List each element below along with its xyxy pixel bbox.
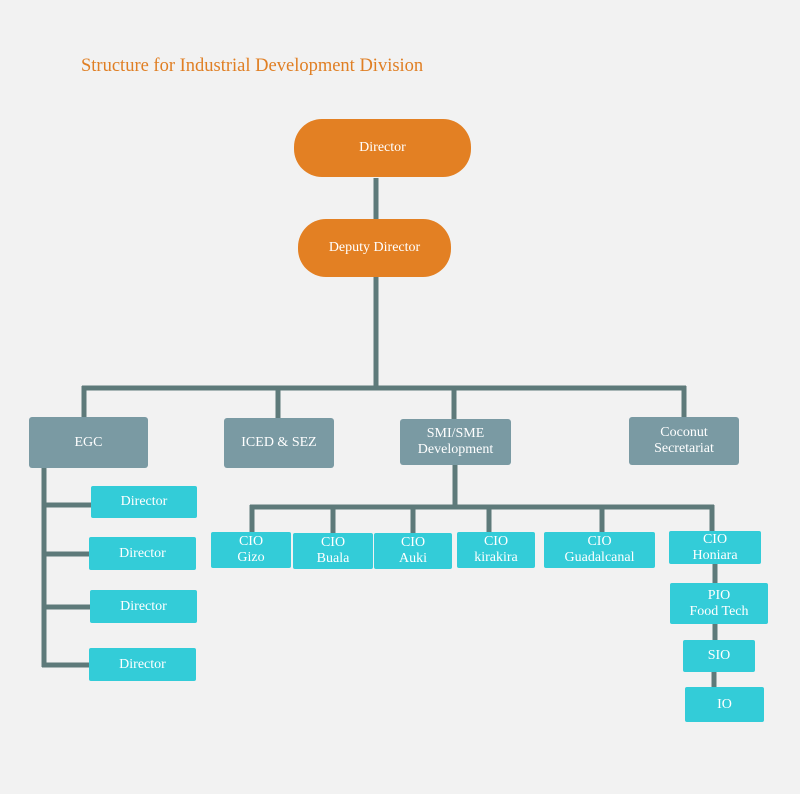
cio-kirakira-label-line2: kirakira: [474, 550, 518, 565]
cio-kirakira-node: CIO kirakira: [457, 532, 535, 568]
page-title: Structure for Industrial Development Div…: [81, 56, 424, 76]
deputy-director-node: Deputy Director: [298, 219, 451, 277]
smi-sme-node: SMI/SME Development: [400, 419, 511, 465]
deputy-director-label: Deputy Director: [328, 240, 421, 255]
pio-label-line2: Food Tech: [689, 603, 749, 619]
cio-kirakira-label-line1: CIO: [483, 534, 509, 549]
egc-director-node: Director: [89, 537, 196, 570]
iced-sez-node: ICED & SEZ: [224, 418, 334, 468]
cio-honiara-label-line2: Honiara: [692, 547, 738, 563]
egc-node: EGC: [29, 417, 148, 468]
smi-sme-label-line1: SMI/SME: [426, 426, 485, 441]
sio-label: SIO: [707, 648, 731, 663]
cio-guadalcanal-label-line2: Guadalcanal: [564, 550, 635, 565]
cio-buala-label-line2: Buala: [316, 551, 350, 566]
cio-gizo-node: CIO Gizo: [211, 532, 291, 568]
cio-gizo-label-line1: CIO: [238, 534, 264, 549]
coconut-secretariat-node: Coconut Secretariat: [629, 417, 739, 465]
cio-gizo-label-line2: Gizo: [237, 550, 265, 565]
io-label: IO: [717, 696, 732, 712]
iced-sez-label: ICED & SEZ: [241, 435, 317, 450]
cio-guadalcanal-label-line1: CIO: [587, 534, 612, 549]
coconut-label-line2: Secretariat: [654, 441, 714, 456]
egc-director-label: Director: [119, 545, 166, 561]
cio-auki-label-line1: CIO: [400, 535, 426, 550]
director-label: Director: [359, 140, 406, 155]
egc-director-label: Director: [120, 598, 167, 614]
egc-director-node: Director: [90, 590, 197, 623]
egc-director-label: Director: [120, 494, 168, 509]
cio-honiara-label-line1: CIO: [702, 531, 728, 547]
io-node: IO: [685, 687, 764, 722]
egc-director-label: Director: [119, 656, 166, 672]
cio-buala-label-line1: CIO: [320, 535, 346, 550]
egc-label: EGC: [74, 434, 103, 450]
coconut-label-line1: Coconut: [660, 425, 708, 440]
sio-node: SIO: [683, 640, 755, 672]
cio-buala-node: CIO Buala: [293, 533, 373, 569]
egc-director-node: Director: [89, 648, 196, 681]
director-node: Director: [294, 119, 471, 177]
cio-honiara-node: CIO Honiara: [669, 531, 761, 564]
pio-label-line1: PIO: [707, 587, 731, 603]
egc-director-node: Director: [91, 486, 197, 518]
smi-sme-label-line2: Development: [417, 442, 494, 457]
cio-guadalcanal-node: CIO Guadalcanal: [544, 532, 655, 568]
pio-food-tech-node: PIO Food Tech: [670, 583, 768, 624]
cio-auki-node: CIO Auki: [374, 533, 452, 569]
cio-auki-label-line2: Auki: [399, 551, 427, 566]
